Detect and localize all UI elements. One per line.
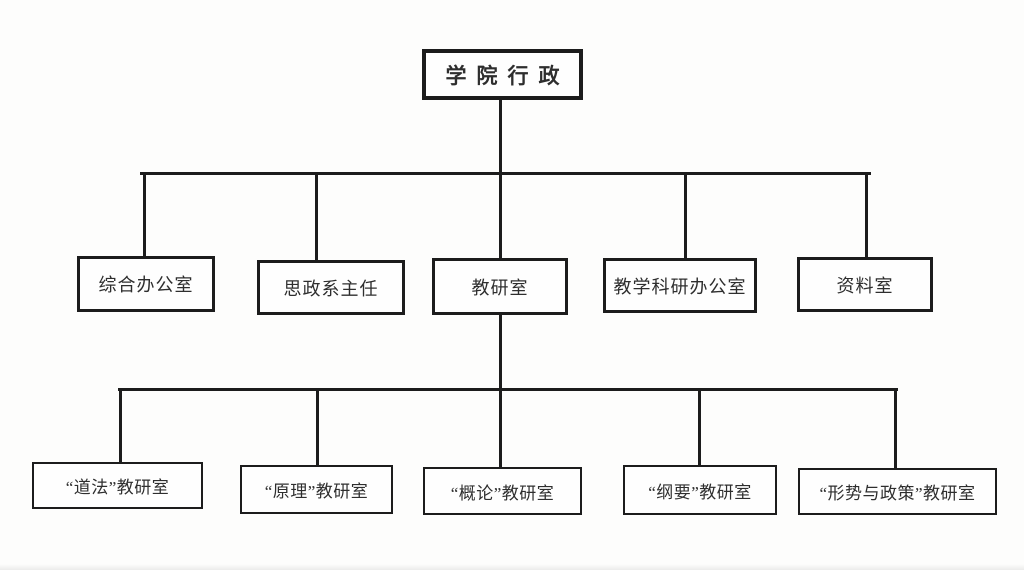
node-daofa-teaching-research-office: “道法”教研室 [32,462,203,509]
node-gailun-label: “概论”教研室 [450,483,555,503]
connector-level3-drop-4 [698,391,701,465]
connector-level2-drop-5 [865,175,868,257]
node-teaching-scientific-research-office: 教学科研办公室 [603,258,757,313]
connector-level3-bus [118,388,898,391]
connector-root-stem [499,100,502,173]
node-reference-room-label: 资料室 [836,275,894,296]
node-general-office: 综合办公室 [77,256,215,312]
node-reference-room: 资料室 [797,257,933,312]
node-ideological-political-dept-head: 思政系主任 [257,260,405,315]
node-ideological-political-dept-head-label: 思政系主任 [283,278,379,299]
node-xingshi-zhengce-label: “形势与政策”教研室 [819,484,976,503]
connector-level3-drop-1 [119,391,122,462]
connector-level2-bus [140,172,871,175]
connector-mid-stem [499,313,502,390]
connector-level2-drop-1 [143,175,146,256]
node-teaching-research-office-label: 教研室 [471,277,529,298]
connector-level3-drop-2 [316,391,319,465]
node-teaching-scientific-research-office-label: 教学科研办公室 [613,276,747,297]
connector-level2-drop-3 [499,175,502,258]
node-college-admin: 学院行政 [422,49,583,100]
node-daofa-label: “道法”教研室 [65,478,170,497]
connector-level3-drop-5 [894,391,897,468]
node-teaching-research-office: 教研室 [432,258,568,315]
connector-level2-drop-2 [315,175,318,260]
node-yuanli-label: “原理”教研室 [264,482,369,501]
node-xingshi-zhengce-teaching-research-office: “形势与政策”教研室 [798,468,997,515]
node-college-admin-label: 学院行政 [445,63,570,88]
page-bottom-shadow [0,564,1024,570]
node-yuanli-teaching-research-office: “原理”教研室 [240,465,393,514]
node-gangyao-label: “纲要”教研室 [648,482,752,502]
connector-level3-drop-3 [499,391,502,467]
connector-level2-drop-4 [684,175,687,258]
node-gangyao-teaching-research-office: “纲要”教研室 [623,465,777,515]
node-general-office-label: 综合办公室 [98,275,194,295]
node-gailun-teaching-research-office: “概论”教研室 [423,467,582,515]
